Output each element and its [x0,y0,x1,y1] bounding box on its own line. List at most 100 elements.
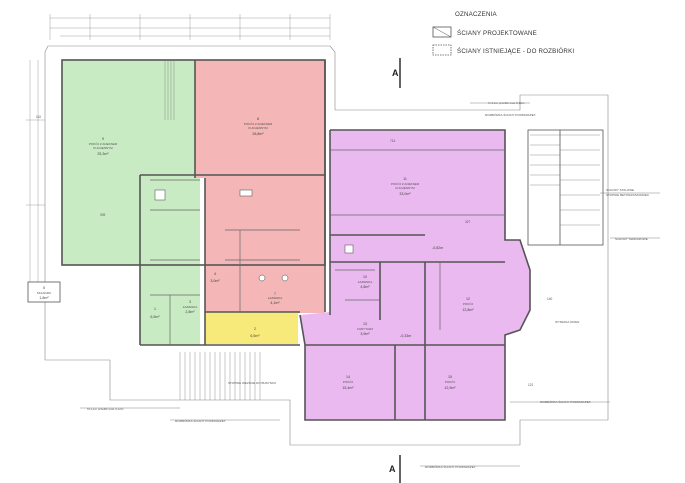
svg-text:9: 9 [102,137,104,141]
terrace-stairs: SCHODY TERRAZOWE [615,237,648,241]
svg-text:4,8m²: 4,8m² [360,285,370,289]
entrance-steps: STOPNIE WEJŚCIE DO BUDYNKU [228,380,276,385]
svg-text:POKÓJ Z ANEKSEM: POKÓJ Z ANEKSEM [244,121,273,126]
dimension-lines-top [49,14,331,40]
svg-text:POKÓJ Z ANEKSEM: POKÓJ Z ANEKSEM [89,141,118,146]
fixtures [154,189,354,282]
svg-text:3,0m²: 3,0m² [210,279,220,283]
svg-text:ŁAZIENKA: ŁAZIENKA [183,305,198,309]
svg-text:5: 5 [43,286,45,290]
room-labels: 9 POKÓJ Z ANEKSEM KUCHENNYM 25,3m² 8 POK… [37,117,475,390]
legend-swatch-existing [432,44,452,56]
walls-projected [61,59,531,421]
svg-text:A: A [389,464,396,474]
svg-text:3,9m²: 3,9m² [360,332,370,336]
walls-inner [150,149,505,345]
svg-text:33,0m²: 33,0m² [399,192,411,196]
annotations: h=1,1m przefiltr max 0,12m ROZBIÓRKA ŚCI… [36,101,650,469]
svg-text:KORYTARZ: KORYTARZ [357,327,373,331]
svg-text:14: 14 [346,375,350,379]
svg-text:SKŁADZIK: SKŁADZIK [37,291,52,295]
dim-110: 110 [36,115,41,119]
svg-text:11: 11 [403,177,407,181]
room-15: 15 POKÓJ 12,9m² [444,375,456,390]
room-3: 3 ŁAZIENKA 2,8m² [183,300,198,314]
svg-text:A: A [392,68,399,78]
concrete-steps: STOPNIE BETON/PASKOWIEC [606,193,650,197]
svg-text:3: 3 [189,300,191,304]
svg-text:POKÓJ: POKÓJ [445,379,456,384]
room-11: 11 POKÓJ Z ANEKSEM KUCHENNYM 33,0m² [391,177,420,196]
svg-text:ŁAZIENKA: ŁAZIENKA [358,280,373,284]
dim-121: 121 [528,383,534,387]
legend-title: OZNACZENIA [455,11,498,18]
svg-text:KUCHENNYM: KUCHENNYM [93,146,113,150]
svg-text:25,3m²: 25,3m² [97,152,109,156]
dimension-lines-left [26,60,45,290]
svg-text:8: 8 [257,117,259,121]
stair-hatching [164,60,600,400]
svg-text:26,8m²: 26,8m² [252,132,264,136]
svg-text:15,4m²: 15,4m² [342,386,354,390]
svg-text:12,9m²: 12,9m² [444,386,456,390]
leader-lines [80,102,660,467]
room-9: 9 POKÓJ Z ANEKSEM KUCHENNYM 25,3m² [89,137,118,156]
dim-327: 327 [465,220,471,224]
dim-714: 714 [390,139,396,143]
svg-text:6,5m²: 6,5m² [250,334,260,338]
room-14: 14 POKÓJ 15,4m² [342,375,354,390]
demolition-left: ROZBIÓRKA ŚCIANY PODPARAPET. [175,418,226,423]
level-1: -0,82m [432,246,443,250]
right-stairs [527,129,604,246]
room-5: 5 SKŁADZIK 1,8m² [37,286,52,300]
room-10: 10 ŁAZIENKA 4,8m² [358,275,373,289]
section-marker-top: A [392,58,401,88]
room-7: 7 ŁAZIENKA 4,1m² [268,292,283,305]
section-marker-bottom: A [389,455,401,483]
legend: OZNACZENIA ŚCIANY PROJEKTOWANE ŚCIANY IS… [432,11,574,56]
svg-text:13: 13 [363,322,367,326]
room-1: 1 6,5m² [150,307,160,319]
svg-text:6,5m²: 6,5m² [150,315,160,319]
svg-text:POKÓJ Z ANEKSEM: POKÓJ Z ANEKSEM [391,181,420,186]
svg-text:4: 4 [214,272,216,276]
svg-text:7: 7 [274,292,276,296]
svg-text:KUCHENNYM: KUCHENNYM [248,126,268,130]
steel-stairs: SCHODY STALOWE [606,188,634,192]
svg-text:1,8m²: 1,8m² [39,296,49,300]
building-outline [44,45,609,446]
svg-text:15: 15 [448,375,452,379]
svg-text:12,8m²: 12,8m² [462,308,474,312]
dim-309: 309 [100,213,106,217]
zone-red-a [195,60,325,178]
svg-text:POKÓJ: POKÓJ [463,301,474,306]
svg-text:4,1m²: 4,1m² [270,301,280,305]
legend-existing: ŚCIANY ISTNIEJĄCE - DO ROZBIÓRKI [457,47,574,55]
room-4: 4 3,0m² [210,272,220,283]
demolition-bottom: ROZBIÓRKA ŚCIANY PODPARAPET. [425,464,476,469]
svg-text:ŁAZIENKA: ŁAZIENKA [268,296,283,300]
svg-text:1: 1 [154,307,156,311]
dim-140: 140 [547,297,553,301]
svg-text:2: 2 [254,327,256,331]
legend-projected: ŚCIANY PROJEKTOWANE [457,29,537,37]
room-12: 12 POKÓJ 12,8m² [462,297,474,312]
demolition-right: ROZBIÓRKA ŚCIANY PODPARAPET. [540,399,591,404]
svg-text:KUCHENNYM: KUCHENNYM [395,186,415,190]
zone-red-b [205,178,325,313]
room-2: 2 6,5m² [250,327,260,338]
svg-text:POKÓJ: POKÓJ [343,379,354,384]
parapet-bottom: h=1,1m przefiltr max 0,12m [87,407,124,411]
level-2: -0,33m [400,334,411,338]
svg-text:12: 12 [466,297,470,301]
room-5-box [27,281,61,303]
demolition-top: ROZBIÓRKA ŚCIANY PODPARAPET. [485,112,536,117]
svg-text:2,8m²: 2,8m² [185,310,195,314]
room-13: 13 KORYTARZ 3,9m² [357,322,373,336]
zone-violet [300,130,530,420]
zone-yellow [205,312,298,344]
svg-text:10: 10 [363,275,367,279]
room-8: 8 POKÓJ Z ANEKSEM KUCHENNYM 26,8m² [244,117,273,136]
